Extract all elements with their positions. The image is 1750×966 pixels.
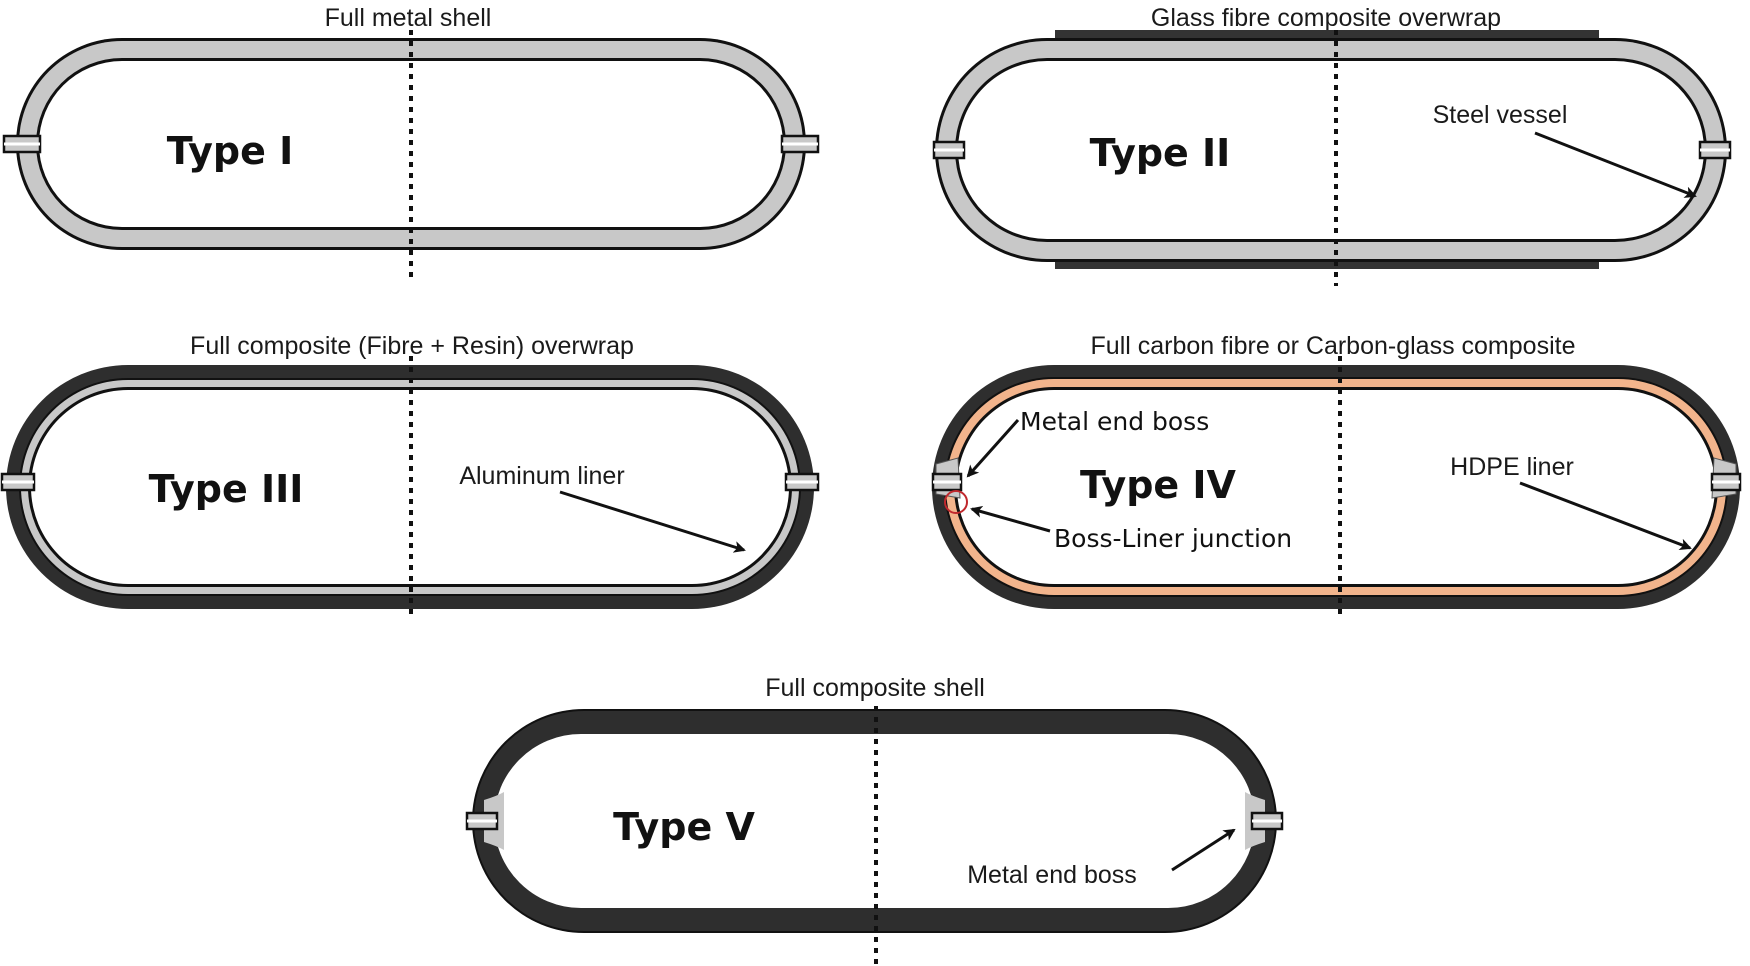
title-type-iii: Type III — [149, 467, 304, 511]
end-port-right — [1698, 140, 1732, 160]
title-type-i: Type I — [167, 129, 294, 173]
vessel-type-iv: Full carbon fibre or Carbon-glass compos… — [931, 332, 1742, 620]
glass-fibre-overwrap-bottom — [1055, 259, 1599, 269]
label-metal-end-boss: Metal end boss — [1020, 407, 1209, 436]
label-boss-liner-junction: Boss-Liner junction — [1054, 524, 1292, 553]
metal-end-boss-left — [465, 792, 504, 850]
vessel-type-iii: Full composite (Fibre + Resin) overwrap … — [0, 332, 820, 620]
label-hdpe-liner: HDPE liner — [1450, 453, 1574, 481]
title-type-v: Type V — [613, 805, 755, 849]
metal-end-boss-right — [1710, 457, 1742, 499]
arrow-metal-end-boss — [966, 419, 1020, 478]
vessel-interior — [957, 390, 1715, 584]
metal-end-boss-left — [931, 457, 963, 499]
end-port-left — [0, 472, 36, 492]
caption-type-iv: Full carbon fibre or Carbon-glass compos… — [1091, 332, 1576, 360]
caption-type-iii: Full composite (Fibre + Resin) overwrap — [190, 332, 634, 360]
label-metal-end-boss-type-v: Metal end boss — [967, 861, 1137, 889]
caption-type-i: Full metal shell — [325, 4, 492, 32]
boss-liner-junction-marker — [944, 490, 968, 514]
arrow-steel-vessel — [1534, 131, 1697, 198]
vessel-type-i: Full metal shell Type I — [2, 4, 820, 282]
end-port-left — [2, 134, 42, 154]
caption-type-ii: Glass fibre composite overwrap — [1151, 4, 1501, 32]
vessel-interior — [31, 390, 789, 584]
label-aluminum-liner: Aluminum liner — [459, 462, 624, 490]
vessel-type-v: Full composite shell Type V Metal end bo… — [465, 674, 1284, 966]
arrow-boss-liner-junction — [970, 505, 1051, 533]
end-port-right — [780, 134, 820, 154]
title-type-iv: Type IV — [1080, 463, 1237, 507]
arrow-hdpe-liner — [1519, 481, 1692, 551]
end-port-left — [932, 140, 966, 160]
arrow-aluminum-liner — [559, 490, 746, 553]
vessel-type-ii: Glass fibre composite overwrap Type II S… — [932, 4, 1732, 286]
vessel-interior — [958, 61, 1704, 239]
end-port-right — [784, 472, 820, 492]
metal-end-boss-right — [1245, 792, 1284, 850]
caption-type-v: Full composite shell — [765, 674, 985, 702]
glass-fibre-overwrap-top — [1055, 30, 1599, 40]
arrow-metal-end-boss-type-v — [1171, 828, 1236, 872]
title-type-ii: Type II — [1090, 131, 1231, 175]
label-steel-vessel: Steel vessel — [1433, 101, 1568, 129]
